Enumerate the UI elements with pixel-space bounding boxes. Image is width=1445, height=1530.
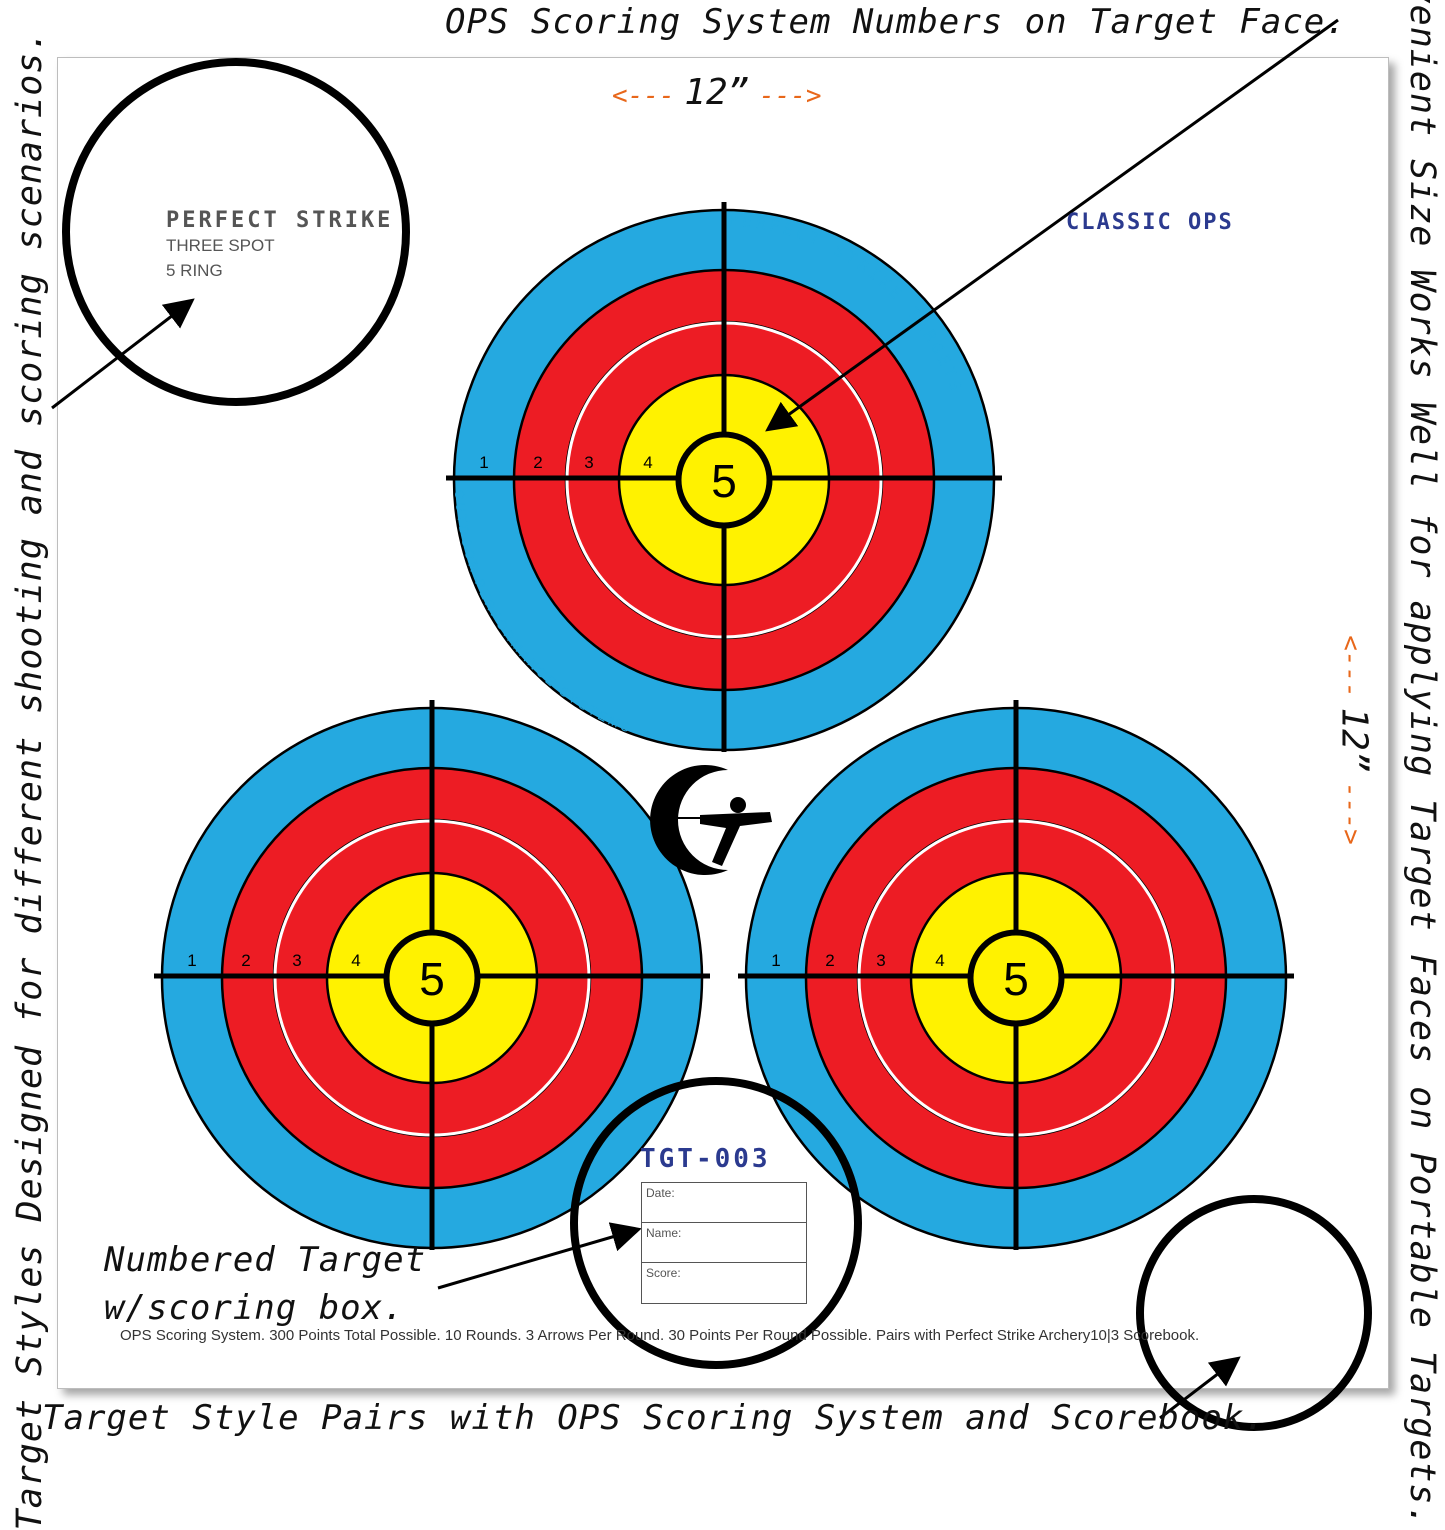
scoring-box: Date: Name: Score: bbox=[641, 1182, 807, 1304]
targets-group: 5 1 2 3 4 5 1 2 3 4 5 1 2 3 4 bbox=[154, 202, 1294, 1250]
target-top-bullseye-top bbox=[676, 432, 772, 528]
target-top-score-1: 1 bbox=[479, 453, 488, 472]
caption-left: Target Styles Designed for different sho… bbox=[10, 29, 50, 1530]
target-right-score-2: 2 bbox=[825, 951, 834, 970]
target-right: 5 1 2 3 4 bbox=[738, 700, 1294, 1250]
archer-logo-icon bbox=[650, 765, 772, 875]
arrow-to-numbers bbox=[765, 18, 1339, 432]
target-left: 5 1 2 3 4 bbox=[154, 700, 710, 1250]
caption-top: OPS Scoring System Numbers on Target Fac… bbox=[445, 2, 1347, 42]
target-left-score-2: 2 bbox=[241, 951, 250, 970]
arrow-to-scorebox bbox=[437, 1222, 642, 1290]
score-row-name[interactable]: Name: bbox=[642, 1223, 806, 1263]
arrow-to-brand bbox=[51, 298, 195, 410]
target-left-bullseye-top bbox=[384, 930, 480, 1026]
brand-line1: THREE SPOT bbox=[166, 236, 275, 255]
target-left-score-1: 1 bbox=[187, 951, 196, 970]
target-top-score-3: 3 bbox=[584, 453, 593, 472]
target-left-score-4: 4 bbox=[351, 951, 360, 970]
dimension-width: <--- 12” ---> bbox=[612, 72, 822, 113]
target-right-score-3: 3 bbox=[876, 951, 885, 970]
caption-numbered-line1: Numbered Target bbox=[104, 1240, 427, 1280]
brand-line2: 5 RING bbox=[166, 261, 223, 280]
dimension-width-value: 12” bbox=[684, 72, 750, 113]
score-row-date[interactable]: Date: bbox=[642, 1183, 806, 1223]
dimension-arrow-left: <--- bbox=[612, 81, 675, 111]
caption-right: Convenient Size Works Well for applying … bbox=[1402, 0, 1442, 1528]
arrow-to-corner bbox=[1159, 1356, 1241, 1420]
score-row-score[interactable]: Score: bbox=[646, 1266, 681, 1280]
callout-circle-corner bbox=[1136, 1195, 1372, 1431]
target-left-score-5: 5 bbox=[419, 953, 445, 1005]
target-right-score-4: 4 bbox=[935, 951, 944, 970]
target-top-score-2: 2 bbox=[533, 453, 542, 472]
dimension-arrow-left: <--- bbox=[1335, 635, 1366, 698]
target-code: TGT-003 bbox=[640, 1144, 771, 1174]
callout-circle-brand bbox=[62, 58, 410, 406]
brand-name: PERFECT STRIKE bbox=[166, 208, 394, 233]
target-top-score-4: 4 bbox=[643, 453, 652, 472]
footer-text: OPS Scoring System. 300 Points Total Pos… bbox=[120, 1327, 1200, 1344]
target-right-score-5: 5 bbox=[1003, 953, 1029, 1005]
classic-ops-label: CLASSIC OPS bbox=[1066, 210, 1234, 235]
dimension-arrow-right: ---> bbox=[1335, 782, 1366, 845]
dimension-height-value: 12” bbox=[1333, 707, 1375, 773]
target-right-score-1: 1 bbox=[771, 951, 780, 970]
target-top-score-5: 5 bbox=[711, 455, 737, 507]
dimension-height: <--- 12” ---> bbox=[1334, 635, 1375, 845]
target-top: 5 1 2 3 4 bbox=[446, 202, 1002, 752]
target-right-bullseye-top bbox=[968, 930, 1064, 1026]
target-left-score-3: 3 bbox=[292, 951, 301, 970]
dimension-arrow-right: ---> bbox=[758, 81, 822, 111]
caption-bottom: Target Style Pairs with OPS Scoring Syst… bbox=[42, 1398, 1266, 1438]
callout-circle-scorebox bbox=[570, 1077, 862, 1369]
caption-numbered-line2: w/scoring box. bbox=[104, 1288, 405, 1328]
